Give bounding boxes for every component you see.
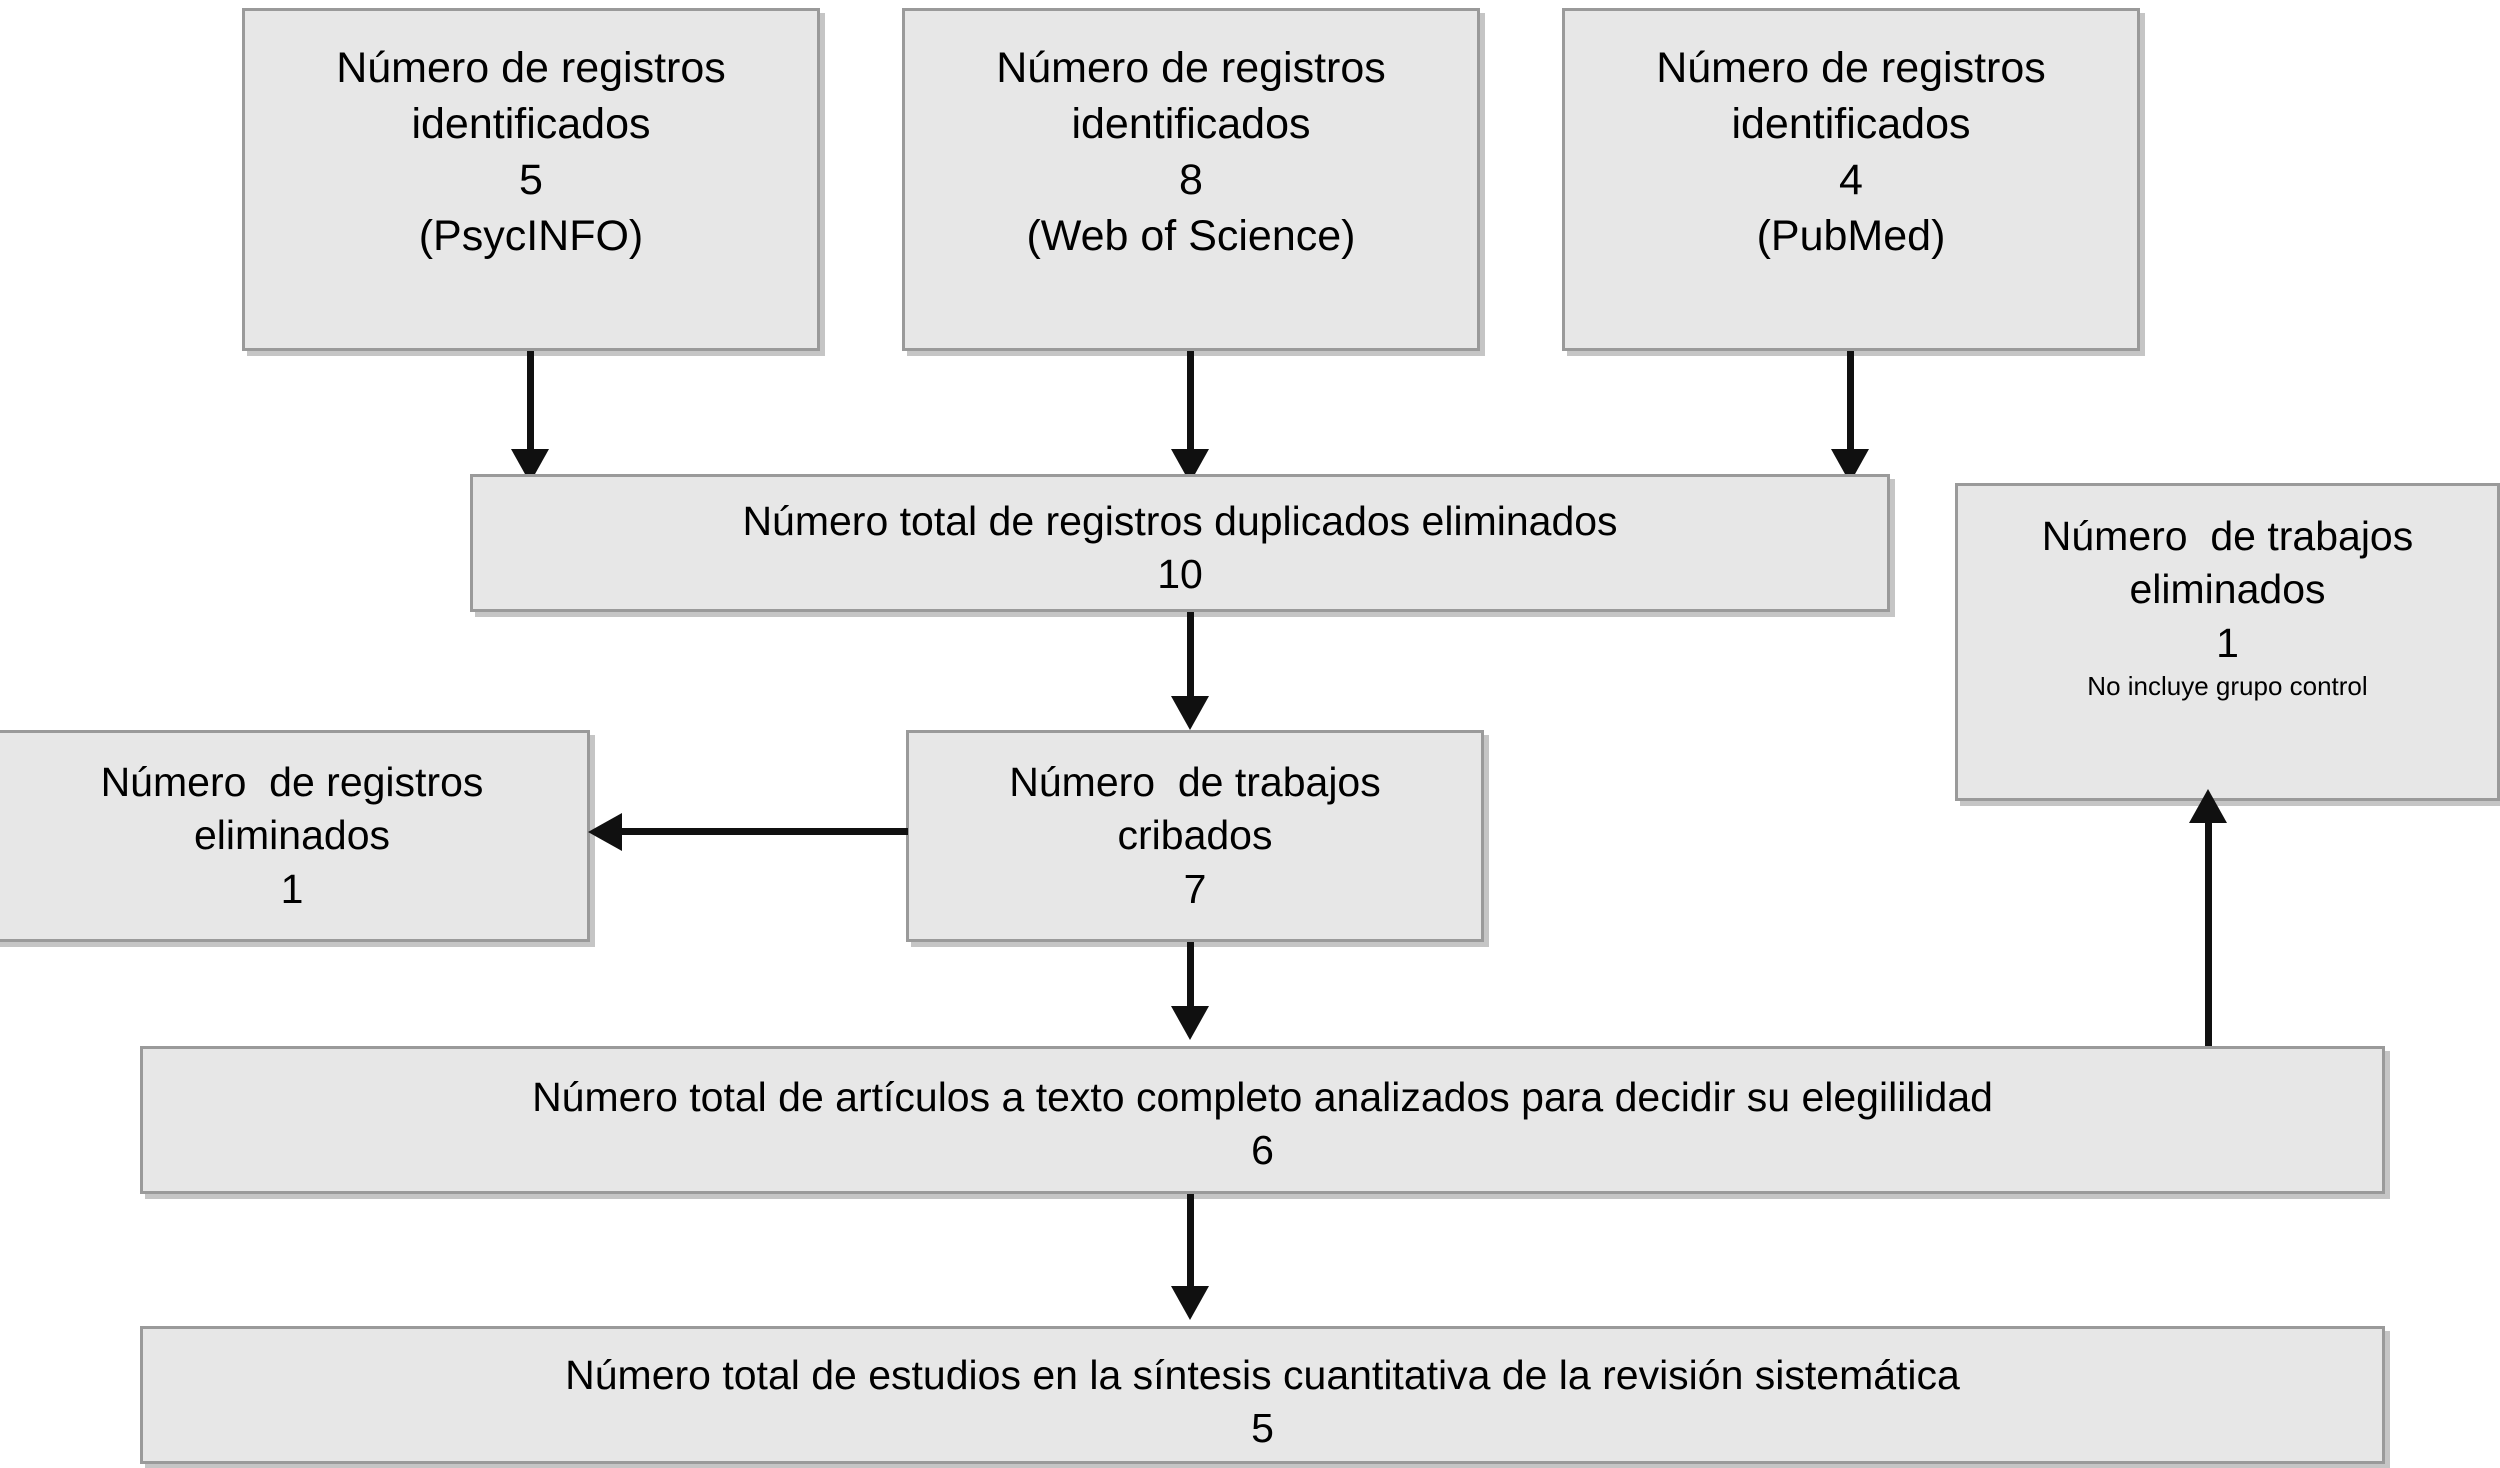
node-studies-included-count: 5 [1251,1405,1274,1452]
arrow-screened-to-fulltext-head [1171,1006,1209,1040]
node-duplicates-removed: Número total de registros duplicados eli… [470,474,1890,612]
node-records-excluded-line1: Número de registros [100,759,484,806]
node-records-screened-line2: cribados [1117,812,1273,859]
arrow-psycinfo-to-duplicates-shaft [527,351,534,453]
node-records-screened-line1: Número de trabajos [1009,759,1381,806]
node-works-excluded: Número de trabajos eliminados 1 No inclu… [1955,483,2500,801]
node-records-screened: Número de trabajos cribados 7 [906,730,1484,942]
arrow-screened-to-records-excluded-shaft [620,828,908,835]
node-studies-included: Número total de estudios en la síntesis … [140,1326,2385,1464]
arrow-wos-to-duplicates-shaft [1187,351,1194,453]
node-source-pubmed: Número de registros identificados 4 (Pub… [1562,8,2140,351]
arrow-fulltext-to-works-excluded-shaft [2205,812,2212,1046]
node-source-wos-count: 8 [1179,155,1203,204]
node-source-web-of-science: Número de registros identificados 8 (Web… [902,8,1480,351]
arrow-fulltext-to-works-excluded-head [2189,789,2227,823]
node-records-excluded-line2: eliminados [194,812,390,859]
arrow-pubmed-to-duplicates-shaft [1847,351,1854,453]
node-source-pubmed-line2: identificados [1731,99,1971,148]
node-source-pubmed-count: 4 [1839,155,1863,204]
arrow-screened-to-fulltext-shaft [1187,942,1194,1010]
node-source-psycinfo-line2: identificados [411,99,651,148]
node-records-excluded: Número de registros eliminados 1 [0,730,590,942]
node-fulltext-assessed-line1: Número total de artículos a texto comple… [532,1074,1993,1120]
node-source-wos-line2: identificados [1071,99,1311,148]
node-works-excluded-line1: Número de trabajos [2041,513,2414,559]
arrow-duplicates-to-screened-head [1171,696,1209,730]
node-duplicates-removed-count: 10 [1157,551,1203,598]
node-source-psycinfo-source: (PsycINFO) [418,211,644,260]
node-works-excluded-count: 1 [2216,619,2239,666]
node-source-pubmed-line1: Número de registros [1656,44,2046,92]
node-records-screened-count: 7 [1183,865,1207,912]
node-source-psycinfo-count: 5 [519,155,543,204]
node-source-psycinfo: Número de registros identificados 5 (Psy… [242,8,820,351]
node-source-psycinfo-line1: Número de registros [336,44,726,92]
node-duplicates-removed-line1: Número total de registros duplicados eli… [742,498,1618,544]
node-fulltext-assessed: Número total de artículos a texto comple… [140,1046,2385,1194]
node-studies-included-line1: Número total de estudios en la síntesis … [565,1352,1960,1398]
node-works-excluded-reason: No incluye grupo control [2087,670,2368,701]
arrow-fulltext-to-included-head [1171,1286,1209,1320]
node-fulltext-assessed-count: 6 [1251,1127,1274,1174]
arrow-duplicates-to-screened-shaft [1187,612,1194,700]
node-records-excluded-count: 1 [280,865,304,912]
node-source-wos-line1: Número de registros [996,44,1386,92]
arrow-screened-to-records-excluded-head [588,813,622,851]
node-works-excluded-line2: eliminados [2129,566,2326,613]
arrow-fulltext-to-included-shaft [1187,1194,1194,1290]
node-source-wos-source: (Web of Science) [1026,211,1356,260]
node-source-pubmed-source: (PubMed) [1756,211,1946,260]
